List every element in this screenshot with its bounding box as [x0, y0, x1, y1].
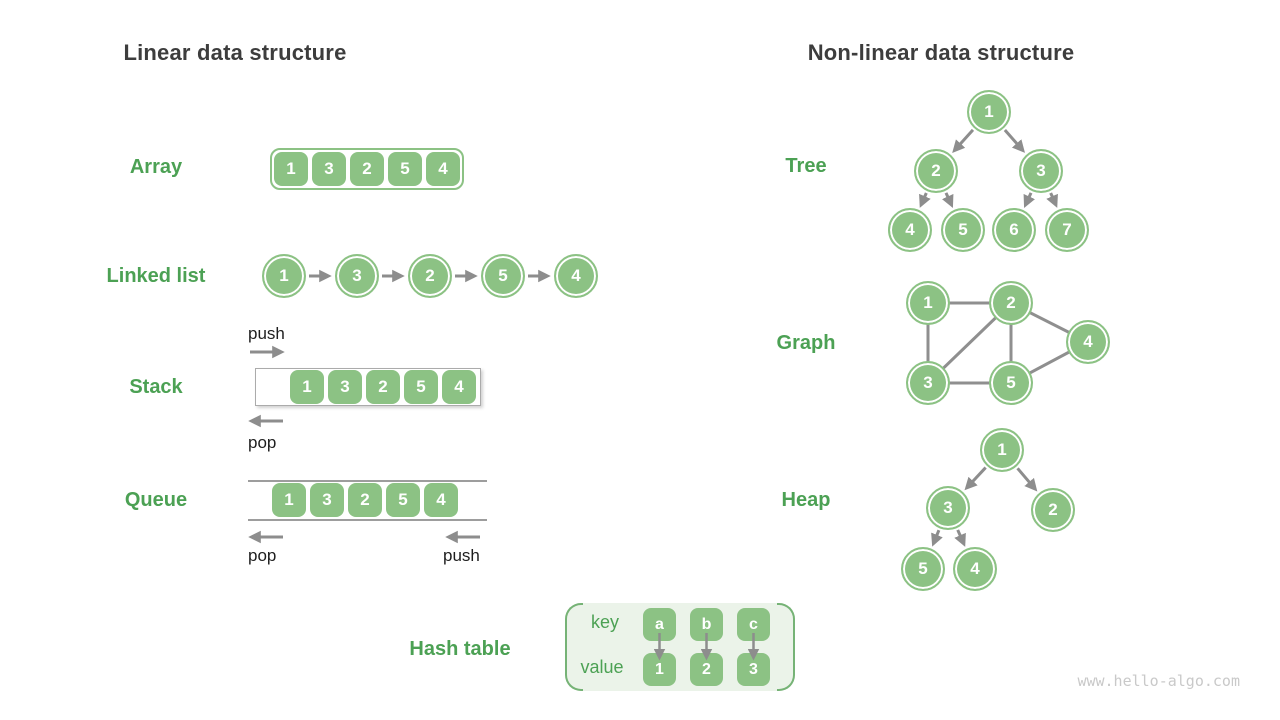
heap-node: 2	[1031, 488, 1075, 532]
array-cell: 3	[312, 152, 346, 186]
stack-pop-text: pop	[248, 433, 277, 452]
linear-section-title: Linear data structure	[123, 40, 347, 65]
edge-arrow	[1046, 192, 1058, 208]
graph-node: 3	[906, 361, 950, 405]
queue-cell: 4	[424, 483, 458, 517]
tree-node: 5	[941, 208, 985, 252]
stack-cell: 2	[366, 370, 400, 404]
edge-arrow	[1023, 192, 1036, 208]
tree-node: 2	[914, 149, 958, 193]
queue-cell: 2	[348, 483, 382, 517]
tree-node: 7	[1045, 208, 1089, 252]
stack-push-text: push	[248, 324, 285, 343]
tree-label: Tree	[785, 155, 827, 177]
nonlinear-section-title: Non-linear data structure	[807, 40, 1075, 65]
hash-key-row-label: key	[590, 612, 619, 632]
edge-arrow	[919, 192, 931, 208]
heap-label: Heap	[781, 489, 831, 511]
edge-arrow	[954, 529, 966, 547]
graph-node: 1	[906, 281, 950, 325]
array-cell: 2	[350, 152, 384, 186]
queue-pop-text: pop	[248, 546, 277, 565]
edge-arrow	[941, 192, 954, 208]
tree-node: 3	[1019, 149, 1063, 193]
heap-node: 5	[901, 547, 945, 591]
watermark: www.hello-algo.com	[1077, 672, 1240, 690]
tree-node: 1	[967, 90, 1011, 134]
heap-node: 1	[980, 428, 1024, 472]
graph-node: 4	[1066, 320, 1110, 364]
stack-cell: 1	[290, 370, 324, 404]
array-cell: 4	[426, 152, 460, 186]
graph-node: 5	[989, 361, 1033, 405]
linked-list-label: Linked list	[106, 265, 206, 287]
linked-list-node: 1	[262, 254, 306, 298]
edge-arrow	[1016, 467, 1038, 492]
array-cell: 5	[388, 152, 422, 186]
graph-node: 2	[989, 281, 1033, 325]
edge-arrow	[931, 529, 943, 547]
queue-cell: 1	[272, 483, 306, 517]
stack-cell: 4	[442, 370, 476, 404]
hash-table-label: Hash table	[409, 638, 511, 660]
stack-cell: 5	[404, 370, 438, 404]
queue-cell: 5	[386, 483, 420, 517]
heap-node: 4	[953, 547, 997, 591]
heap-node: 3	[926, 486, 970, 530]
hash-value-row-label: value	[580, 657, 624, 677]
tree-node: 4	[888, 208, 932, 252]
edge-arrow	[952, 128, 975, 153]
queue-label: Queue	[124, 489, 188, 511]
edge-arrow	[1003, 129, 1025, 153]
linked-list-node: 2	[408, 254, 452, 298]
stack-label: Stack	[129, 376, 183, 398]
array-label: Array	[129, 156, 183, 178]
queue-push-text: push	[443, 546, 480, 565]
array-cell: 1	[274, 152, 308, 186]
linked-list-node: 4	[554, 254, 598, 298]
tree-node: 6	[992, 208, 1036, 252]
edge-arrow	[964, 466, 987, 491]
linked-list-node: 3	[335, 254, 379, 298]
stack-cell: 3	[328, 370, 362, 404]
graph-label: Graph	[776, 332, 836, 354]
linked-list-node: 5	[481, 254, 525, 298]
queue-cell: 3	[310, 483, 344, 517]
